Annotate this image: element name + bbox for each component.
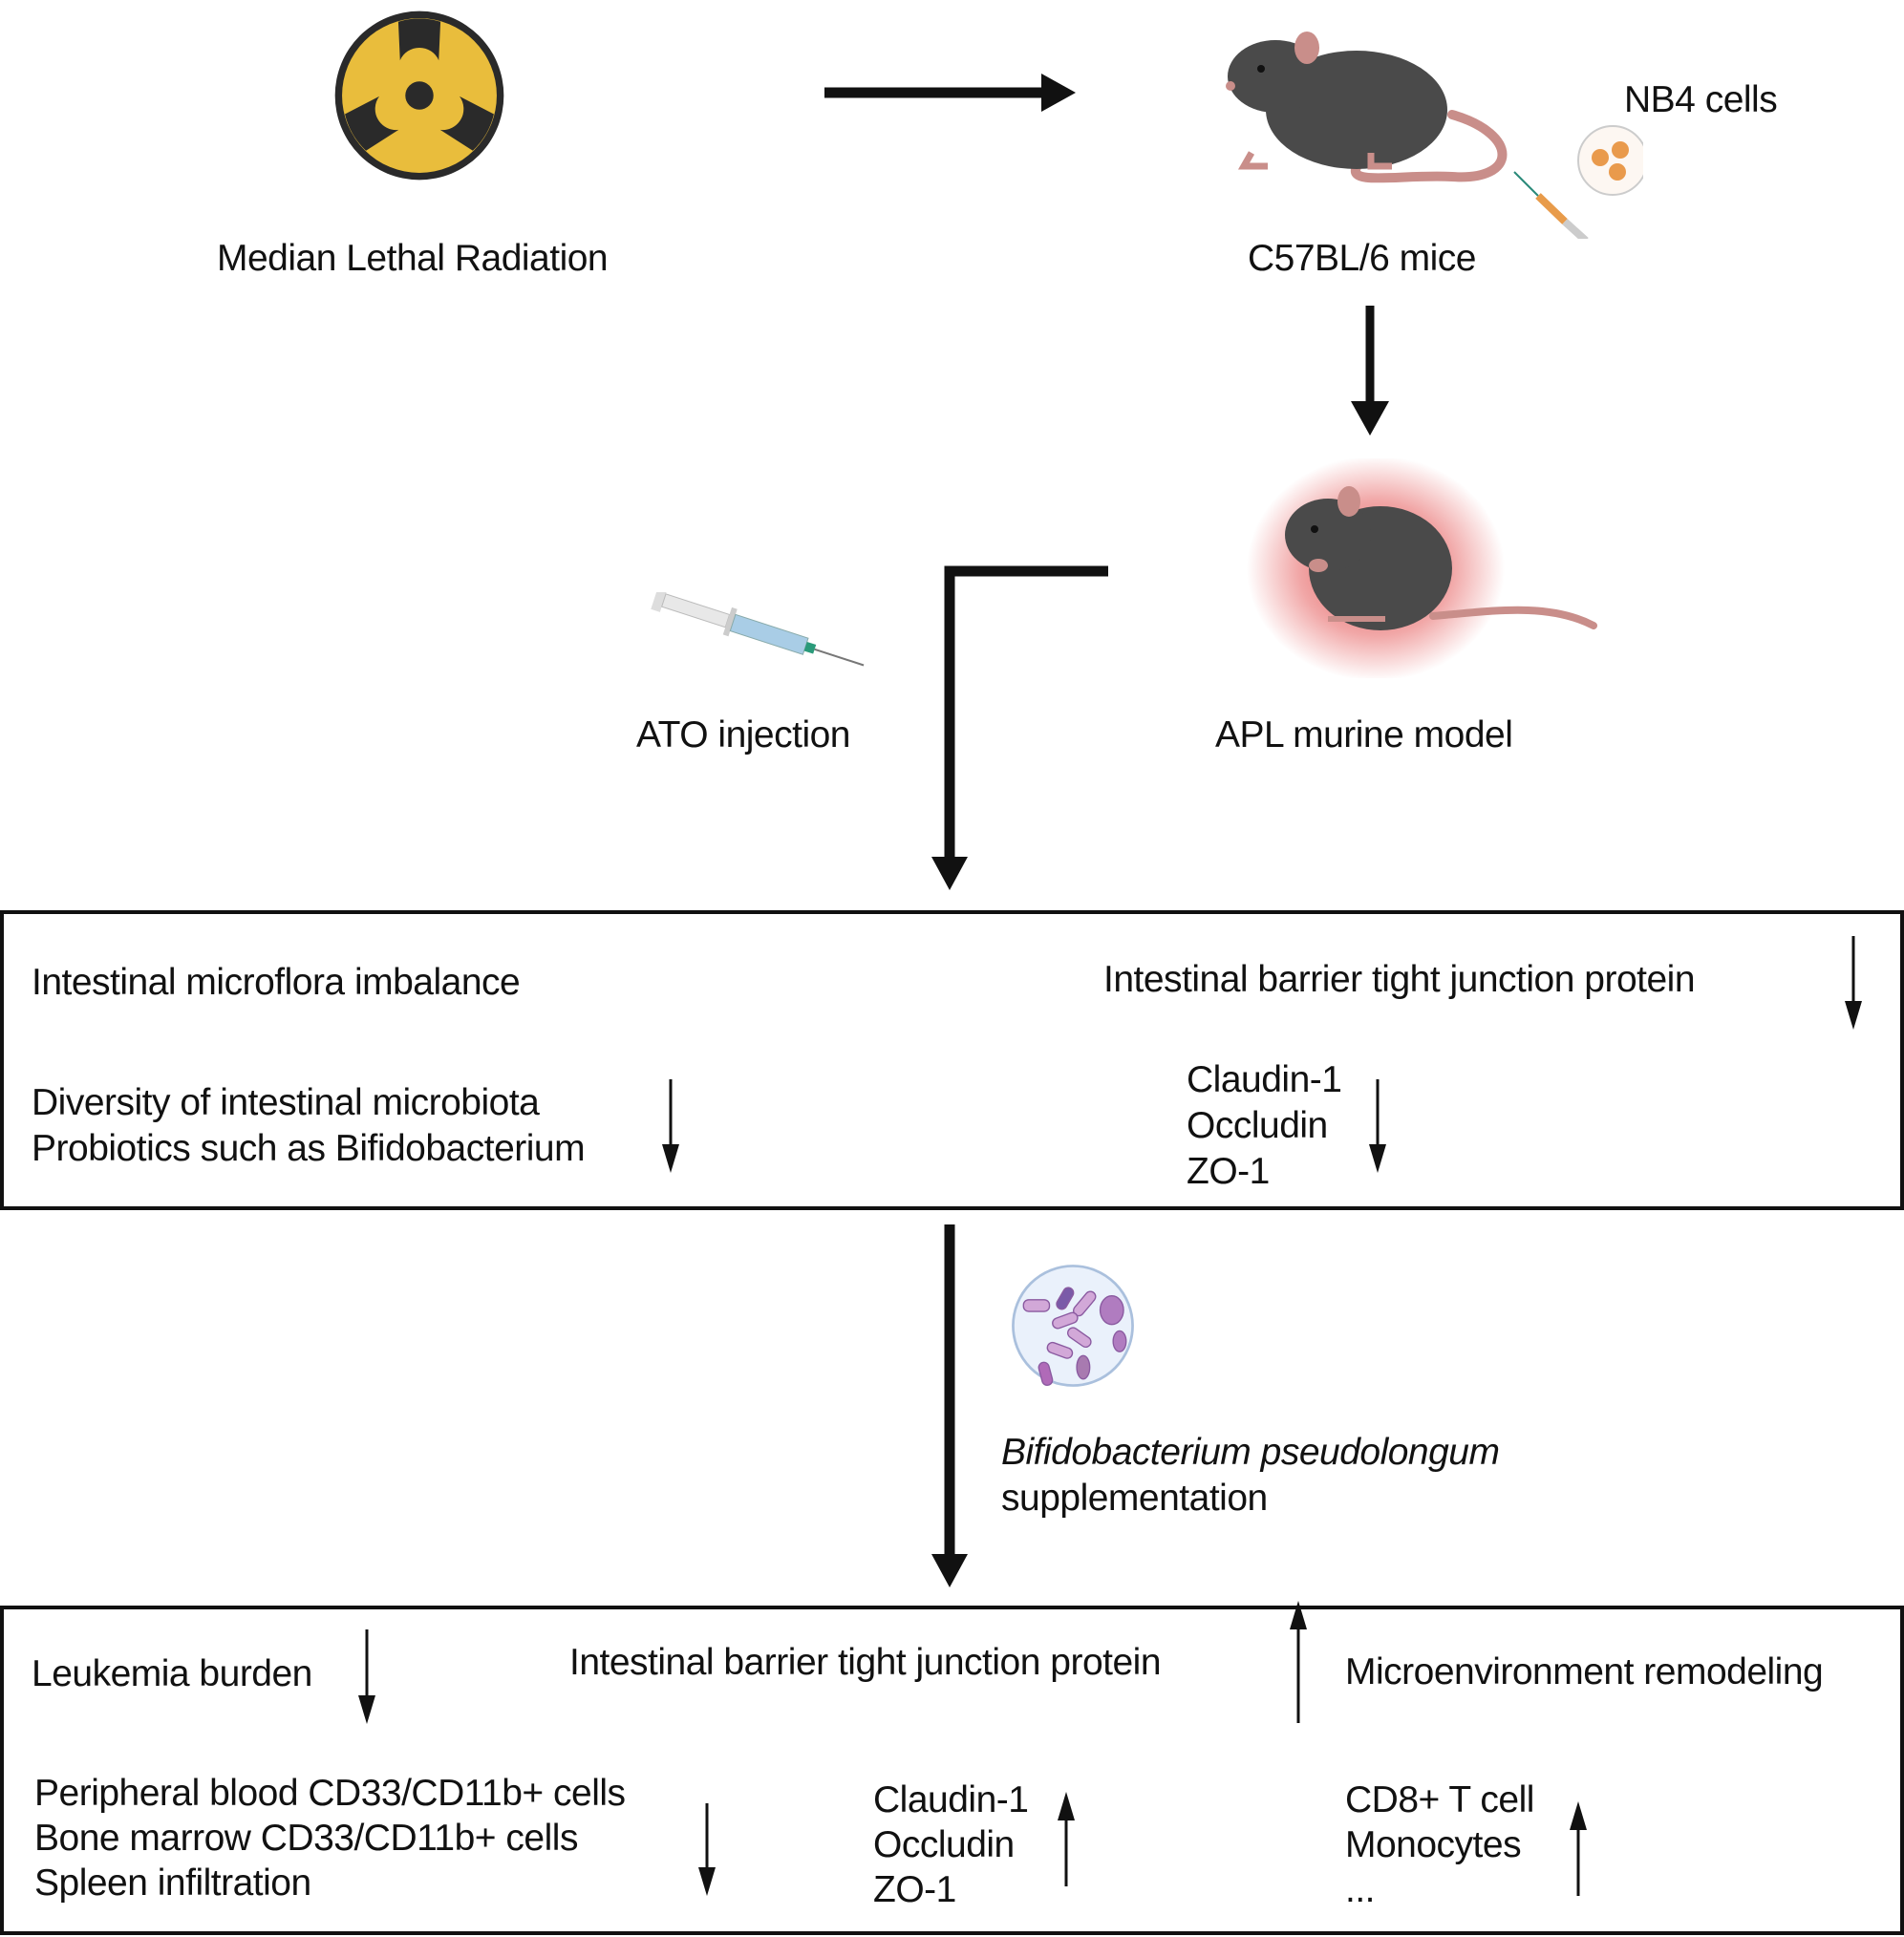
mice-label: C57BL/6 mice	[1248, 238, 1476, 279]
arrow-box1-to-box2	[931, 1224, 968, 1587]
microflora-item: Probiotics such as Bifidobacterium	[32, 1128, 586, 1169]
arrow-mice-to-apl	[1351, 306, 1389, 436]
tight-junction-up-item: ZO-1	[873, 1869, 956, 1910]
ato-label: ATO injection	[636, 714, 851, 756]
tight-junction-title: Intestinal barrier tight junction protei…	[1103, 959, 1696, 1000]
arrow-apl-to-box1	[931, 565, 1108, 890]
outcome-box-apl	[0, 910, 1904, 1210]
leukemia-item: Peripheral blood CD33/CD11b+ cells	[34, 1773, 626, 1814]
trend-arrow-tight-junction-down	[1845, 936, 1862, 1030]
apl-mouse-icon	[1247, 458, 1597, 678]
radiation-label: Median Lethal Radiation	[217, 238, 609, 279]
trend-arrow-leukemia-down	[358, 1629, 375, 1724]
trend-arrow-immune-up	[1570, 1801, 1587, 1896]
trend-arrow-claudin-up	[1058, 1792, 1075, 1886]
microflora-title: Intestinal microflora imbalance	[32, 962, 521, 1003]
tight-junction-item: Claudin-1	[1187, 1059, 1342, 1100]
microenvironment-item: CD8+ T cell	[1345, 1779, 1534, 1820]
syringe-icon	[651, 592, 865, 667]
trend-arrow-tight-junction-up	[1290, 1601, 1307, 1723]
leukemia-title: Leukemia burden	[32, 1653, 312, 1694]
leukemia-item: Bone marrow CD33/CD11b+ cells	[34, 1818, 578, 1859]
arrow-radiation-to-mice	[824, 74, 1076, 112]
mouse-icon	[1226, 32, 1643, 239]
bacteria-icon	[1012, 1265, 1134, 1387]
trend-arrow-cd33-down	[698, 1803, 716, 1896]
tight-junction-up-item: Occludin	[873, 1824, 1015, 1865]
trend-arrow-microbiota-down	[662, 1079, 679, 1173]
microflora-item: Diversity of intestinal microbiota	[32, 1082, 540, 1123]
supplement-action: supplementation	[1001, 1478, 1268, 1519]
microenvironment-title: Microenvironment remodeling	[1345, 1651, 1824, 1692]
microenvironment-item: Monocytes	[1345, 1824, 1522, 1865]
leukemia-item: Spleen infiltration	[34, 1862, 311, 1904]
supplement-species: Bifidobacterium pseudolongum	[1001, 1432, 1500, 1473]
trend-arrow-claudin-down	[1369, 1079, 1386, 1173]
cells-label: NB4 cells	[1624, 79, 1778, 120]
tight-junction-item: ZO-1	[1187, 1151, 1270, 1192]
apl-label: APL murine model	[1215, 714, 1513, 756]
microenvironment-item: ...	[1345, 1869, 1376, 1910]
outcome-box-supplemented	[0, 1606, 1904, 1935]
tight-junction-up-title: Intestinal barrier tight junction protei…	[569, 1642, 1162, 1683]
tight-junction-item: Occludin	[1187, 1105, 1328, 1146]
tight-junction-up-item: Claudin-1	[873, 1779, 1029, 1820]
radiation-icon	[334, 11, 504, 181]
